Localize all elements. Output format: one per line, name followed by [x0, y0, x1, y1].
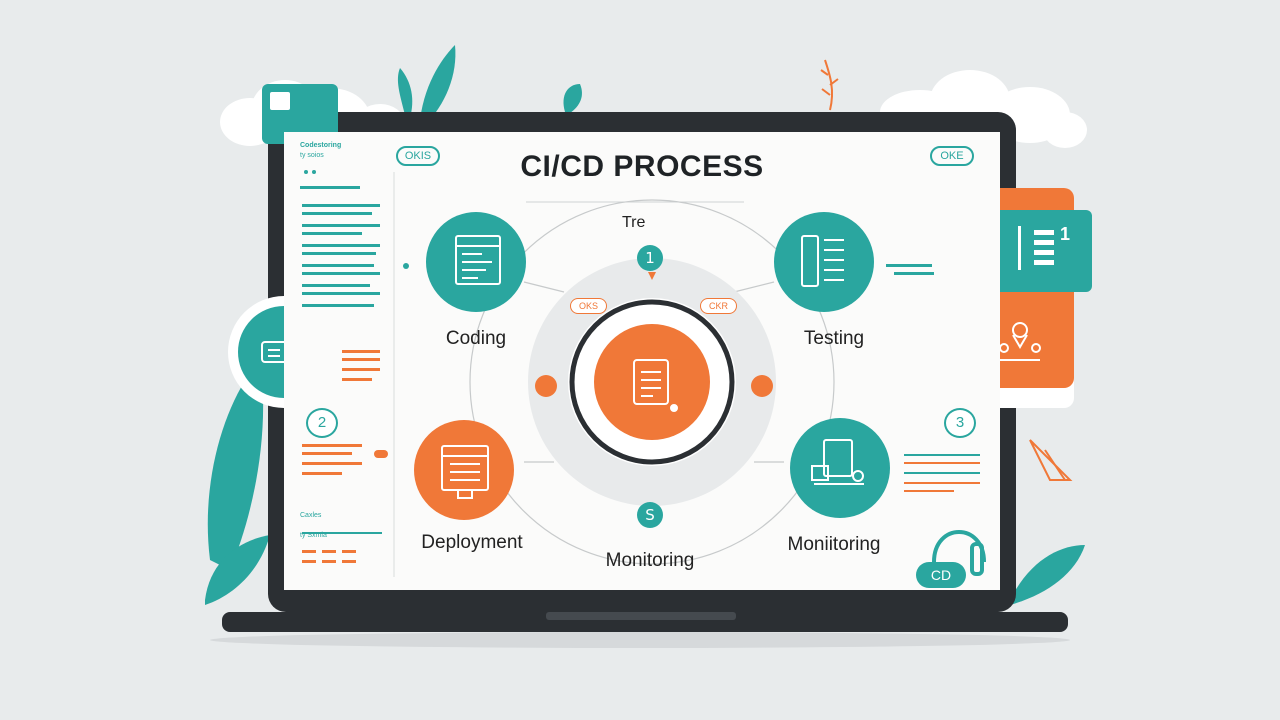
sidebar-heading: Codestoring: [300, 142, 342, 149]
step-label-testing: Testing: [803, 328, 865, 349]
step-label-coding: Coding: [445, 328, 507, 349]
step-label-moniitoring: Moniitoring: [787, 534, 881, 555]
step-label-monitoring: Monitoring: [605, 550, 695, 571]
card-number: 1: [1060, 224, 1071, 244]
ring-badge-left: OKS: [570, 298, 608, 314]
side-number-2: 2: [306, 408, 338, 438]
diagram-canvas: [300, 170, 986, 577]
step-label-deployment: Deployment: [421, 532, 523, 553]
sidebar-footer-heading: Caxles: [300, 512, 322, 519]
laptop-screen: CI/CD PROCESS Tre OKIS OKE Codestoring t…: [284, 132, 1000, 590]
top-right-pill: OKE: [930, 146, 974, 166]
side-number-3: 3: [944, 408, 976, 438]
cd-badge: CD: [916, 562, 966, 588]
top-left-pill: OKIS: [396, 146, 440, 166]
sidebar-subheading: ty soios: [300, 152, 324, 159]
step-number-1: 1: [637, 245, 663, 271]
ring-badge-right: CKR: [700, 298, 738, 314]
step-number-s: S: [637, 502, 663, 528]
diagram-title: CI/CD PROCESS: [520, 150, 764, 183]
sidebar-footer-sub: ty Sxmia: [300, 532, 327, 539]
diagram-subtitle: Tre: [622, 214, 646, 231]
